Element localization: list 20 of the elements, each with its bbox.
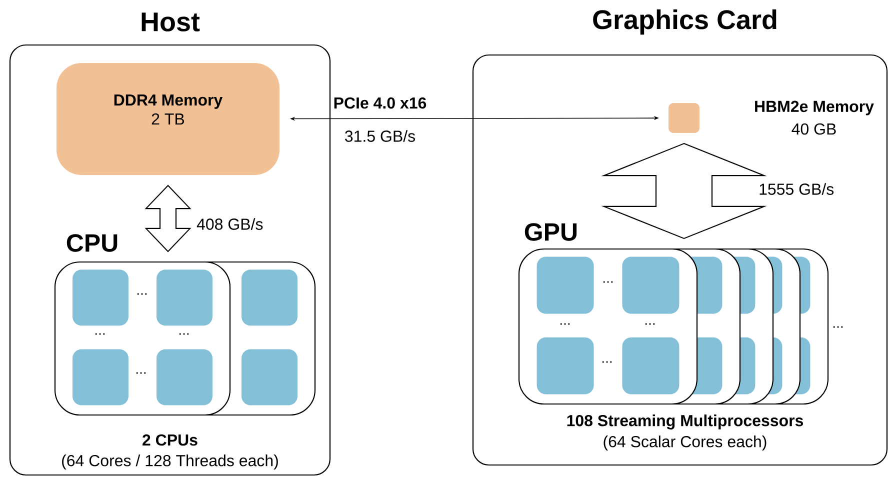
- ellipsis: ...: [95, 333, 105, 335]
- node-label: 108 Streaming Multiprocessors: [567, 414, 804, 430]
- ellipsis: ...: [602, 361, 612, 363]
- ellipsis: ...: [603, 281, 613, 283]
- node-label: (64 Scalar Cores each): [604, 436, 766, 450]
- ellipsis: ...: [560, 323, 570, 325]
- heading: GPU: [524, 223, 577, 241]
- heading: Host: [142, 12, 200, 32]
- node-label: 2 CPUs: [142, 434, 198, 446]
- memory-box: DDR4 Memory 2 TB: [56, 63, 280, 175]
- edge-label: 1555 GB/s: [760, 183, 834, 195]
- edge-label: PCIe 4.0 x16: [334, 97, 426, 109]
- value-label: 31.5 GB/s: [345, 130, 415, 142]
- ellipsis: ...: [833, 326, 843, 328]
- heading: CPU: [66, 234, 118, 252]
- node-label: (64 Cores / 128 Threads each): [62, 454, 278, 470]
- edge-label: 408 GB/s: [196, 218, 263, 230]
- heading: Graphics Card: [593, 9, 776, 35]
- node-label: HBM2e Memory: [755, 100, 874, 116]
- node-label: 40 GB: [792, 123, 836, 135]
